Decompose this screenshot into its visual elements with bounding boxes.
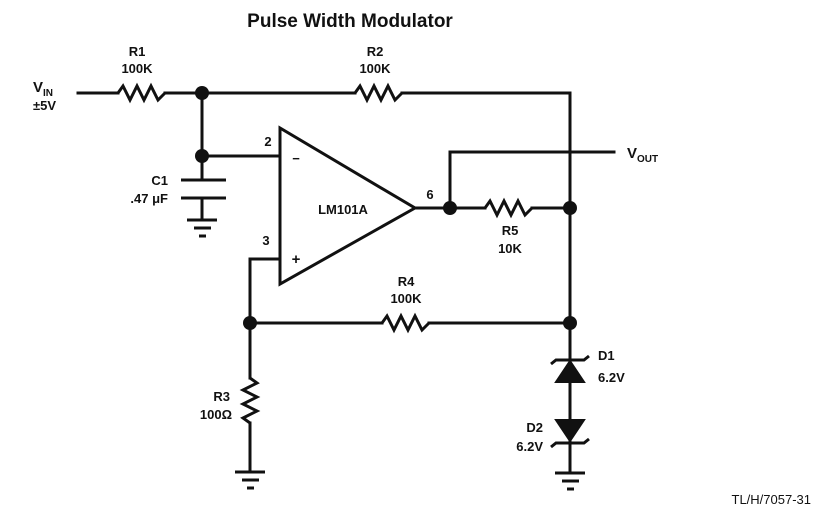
pin-6-label: 6 [426, 187, 433, 202]
ground-icon [235, 470, 265, 490]
resistor-icon [116, 82, 167, 104]
opamp-triangle-icon [278, 125, 418, 287]
zener-cathode-bar [550, 354, 590, 366]
pin-3-label: 3 [262, 233, 269, 248]
junction-node [563, 201, 577, 215]
r4-value: 100K [390, 291, 422, 306]
resistor-r2 [353, 82, 404, 104]
c1-value: .47 μF [130, 191, 168, 206]
r4-ref: R4 [398, 274, 415, 289]
d1-value: 6.2V [598, 370, 625, 385]
opamp-part-label: LM101A [318, 202, 368, 217]
pin-2-label: 2 [264, 134, 271, 149]
resistor-icon [239, 376, 261, 425]
opamp-lm101a [278, 125, 418, 287]
d1-ref: D1 [598, 348, 615, 363]
capacitor-c1 [181, 178, 226, 221]
r1-value: 100K [121, 61, 153, 76]
r3-value: 100Ω [200, 407, 232, 422]
vout-label: VOUT [627, 145, 658, 165]
r2-value: 100K [359, 61, 391, 76]
r5-ref: R5 [502, 223, 519, 238]
resistor-r3 [239, 376, 261, 425]
r3-ref: R3 [213, 389, 230, 404]
vin-range-label: ±5V [33, 98, 56, 113]
r2-ref: R2 [367, 44, 384, 59]
inverting-sign: − [292, 151, 300, 166]
d2-value: 6.2V [516, 439, 543, 454]
zener-cathode-bar [550, 437, 590, 449]
resistor-icon [483, 197, 534, 219]
d2-ref: D2 [526, 420, 543, 435]
zener-diode-icon [554, 359, 586, 383]
noninverting-sign: + [292, 251, 301, 268]
diagram-title: Pulse Width Modulator [247, 11, 453, 32]
resistor-r4 [380, 312, 431, 334]
c1-ref: C1 [151, 173, 168, 188]
vin-label: VIN [33, 79, 53, 99]
zener-diode-icon [554, 419, 586, 443]
resistor-icon [353, 82, 404, 104]
zener-diode-d2 [550, 419, 590, 449]
figure-reference: TL/H/7057-31 [732, 492, 812, 507]
r5-value: 10K [498, 241, 522, 256]
ground-icon [555, 471, 585, 491]
resistor-icon [380, 312, 431, 334]
resistor-r5 [483, 197, 534, 219]
ground-icon [187, 218, 217, 238]
zener-diode-d1 [550, 354, 590, 383]
resistor-r1 [116, 82, 167, 104]
r1-ref: R1 [129, 44, 146, 59]
